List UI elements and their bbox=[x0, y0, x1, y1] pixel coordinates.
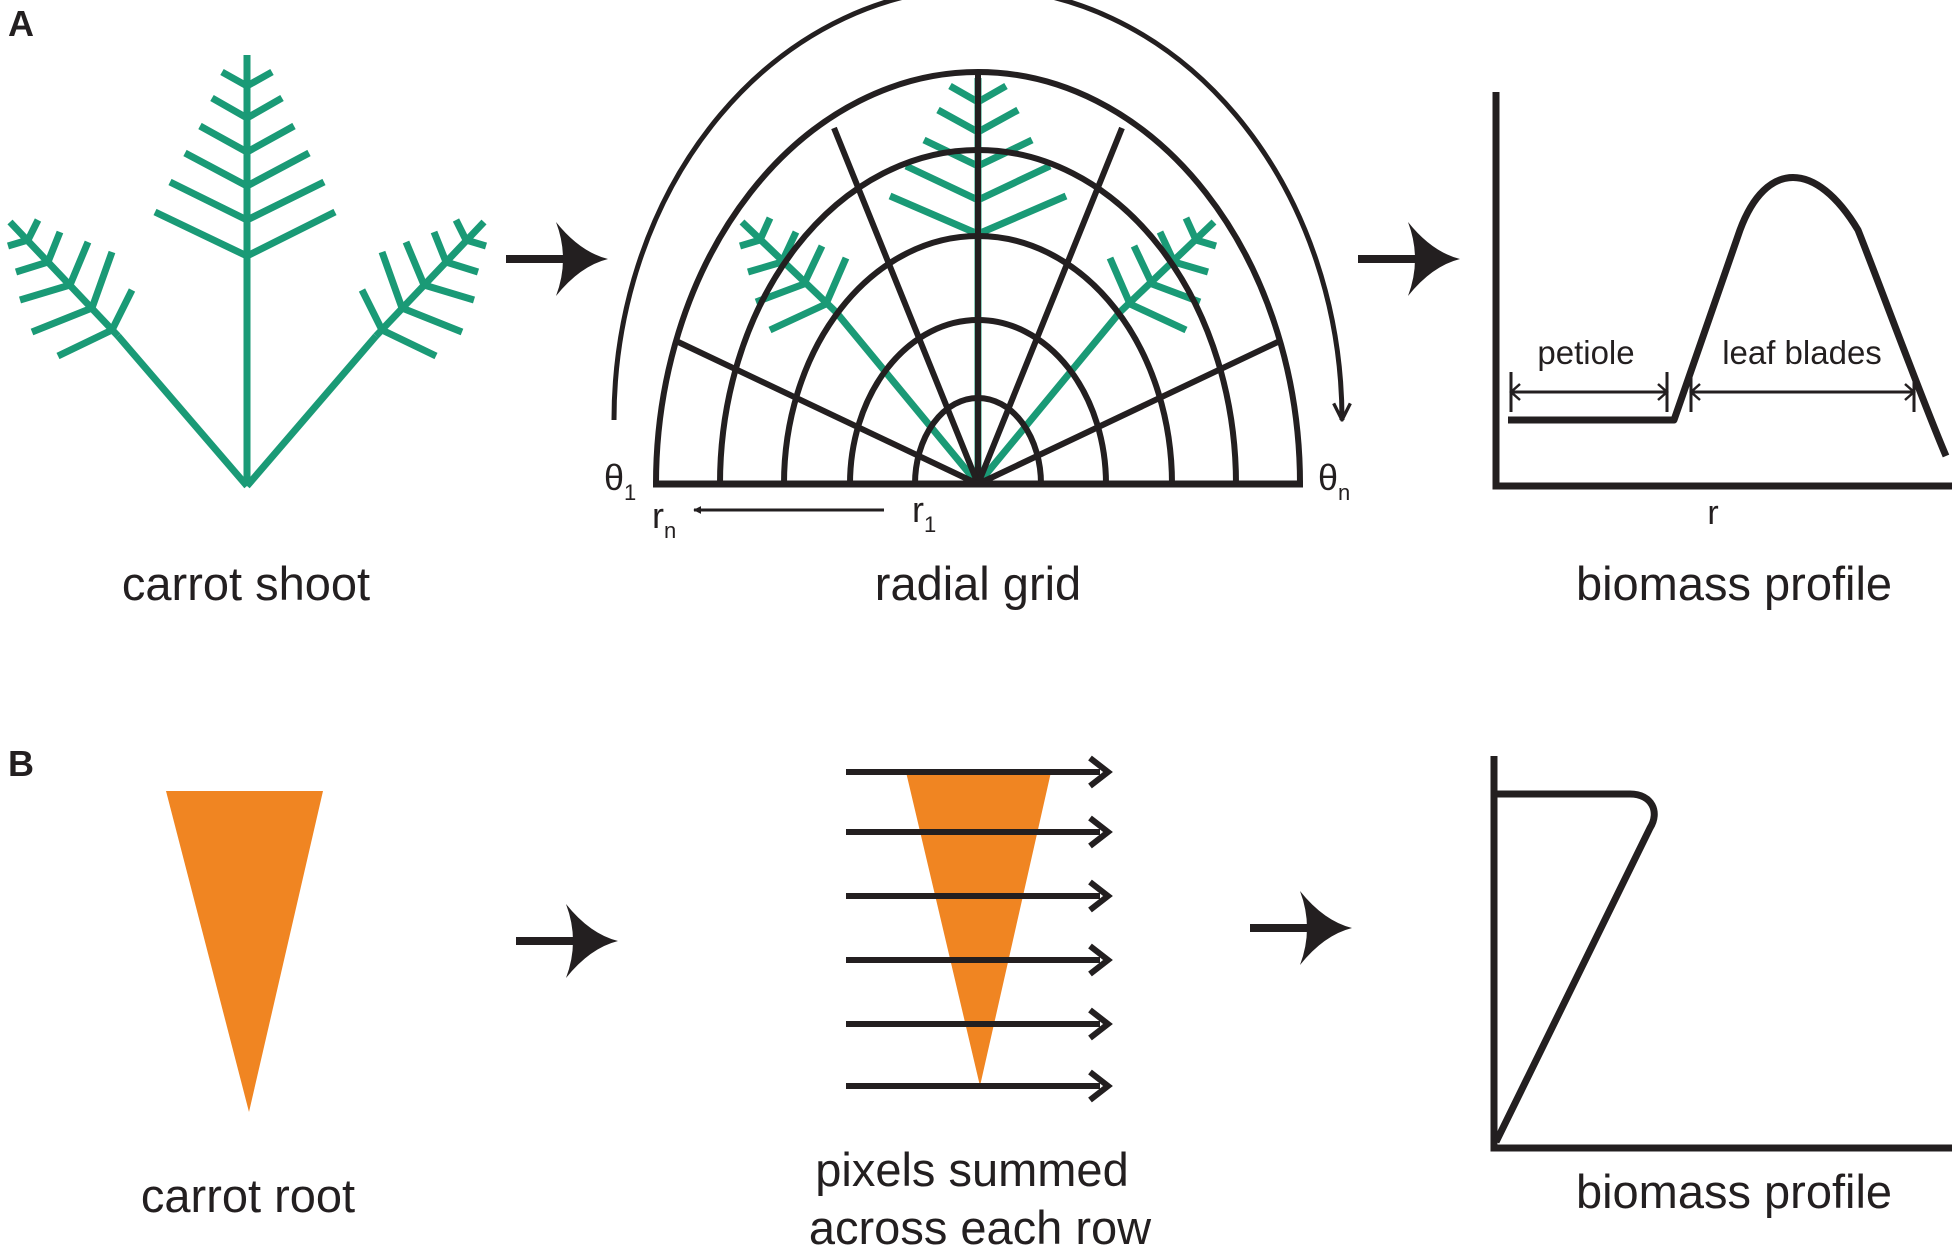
profile-a-axis-label: r bbox=[1707, 494, 1718, 532]
r-symbol-1: r bbox=[912, 489, 924, 530]
profile-a-axes bbox=[1492, 92, 1952, 490]
theta-sweep-arrow bbox=[611, 0, 1342, 420]
rows-caption-line1: pixels summed bbox=[815, 1143, 1128, 1196]
theta-last-label: θn bbox=[1318, 457, 1350, 505]
theta-last-subscript: n bbox=[1338, 480, 1350, 505]
carrot-root-caption: carrot root bbox=[141, 1169, 355, 1222]
grid-spokes bbox=[672, 72, 1284, 487]
profile-b-axes bbox=[1490, 756, 1952, 1152]
theta-first-label: θ1 bbox=[604, 457, 636, 505]
profile-a-caption: biomass profile bbox=[1576, 557, 1892, 610]
profile-b-caption: biomass profile bbox=[1576, 1165, 1892, 1218]
leaf-blades-label: leaf blades bbox=[1722, 334, 1882, 371]
theta-symbol-n: θ bbox=[1318, 457, 1338, 498]
theta-first-subscript: 1 bbox=[624, 480, 636, 505]
r-first-label: r1 bbox=[912, 489, 936, 537]
arrow-grid-to-profile bbox=[1358, 222, 1460, 296]
r-symbol-n: r bbox=[652, 495, 664, 536]
petiole-label: petiole bbox=[1537, 334, 1634, 371]
r-last-subscript: n bbox=[664, 518, 676, 543]
radial-grid-illustration bbox=[611, 0, 1342, 514]
root-biomass-profile bbox=[1490, 756, 1952, 1152]
profile-b-curve bbox=[1492, 790, 1658, 1144]
rows-caption-line2: across each row bbox=[809, 1201, 1152, 1250]
shoot-biomass-profile bbox=[1492, 92, 1952, 490]
carrot-root-illustration bbox=[166, 791, 323, 1112]
radial-grid-caption: radial grid bbox=[875, 557, 1081, 610]
carrot-shoot-illustration bbox=[6, 55, 488, 489]
panel-a-letter: A bbox=[8, 3, 34, 44]
row-arrows bbox=[846, 755, 1113, 1103]
panel-b-letter: B bbox=[8, 743, 34, 784]
r-last-label: rn bbox=[652, 495, 676, 543]
row-summed-root bbox=[906, 772, 1051, 1086]
r-first-subscript: 1 bbox=[924, 512, 936, 537]
arrow-shoot-to-grid bbox=[506, 222, 608, 296]
arrow-rows-to-profile bbox=[1250, 891, 1352, 965]
arrow-root-to-rows bbox=[516, 904, 618, 978]
profile-a-curve bbox=[1508, 174, 1950, 458]
carrot-shoot-caption: carrot shoot bbox=[122, 557, 370, 610]
theta-symbol: θ bbox=[604, 457, 624, 498]
